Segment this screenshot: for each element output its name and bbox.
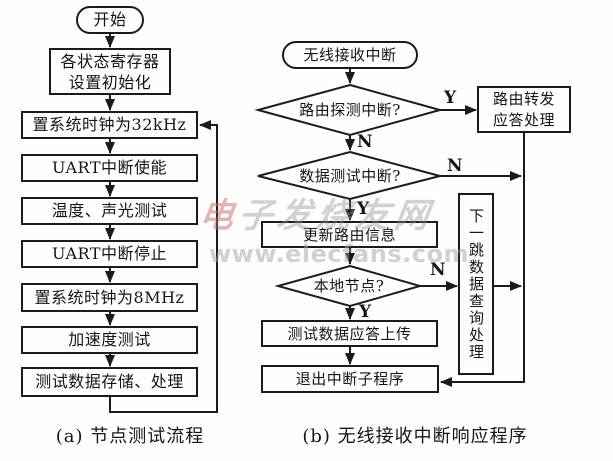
update-route-label: 更新路由信息	[302, 225, 396, 244]
watermark-brand-first: 电	[196, 196, 242, 236]
clock8-label: 置系统时钟为8MHz	[34, 287, 185, 307]
local-node-yes-label: Y	[359, 302, 372, 322]
watermark-brand-rest: 子发烧友网	[235, 196, 437, 236]
watermark-url: www.elecfans.com	[209, 240, 469, 268]
store-label: 测试数据存储、处理	[35, 372, 184, 391]
data-test-no-label: N	[447, 156, 463, 176]
route-forward-label: 路由转发 应答处理	[492, 89, 555, 129]
temp-light-label: 温度、声光测试	[51, 201, 168, 220]
next-hop-box	[458, 193, 494, 375]
start-label-a: 开始	[93, 10, 127, 29]
exit-box	[261, 365, 439, 393]
data-test-label: 数据测试中断?	[299, 167, 401, 185]
route-probe-label: 路由探测中断?	[299, 101, 401, 119]
local-node-label: 本地节点?	[313, 277, 385, 295]
data-test-yes-label: Y	[357, 199, 370, 219]
start-label-b: 无线接收中断	[303, 46, 397, 64]
route-probe-no-label: N	[357, 132, 373, 152]
accel-label: 加速度测试	[68, 330, 151, 349]
uart-enable-label: UART中断使能	[52, 158, 167, 177]
next-hop-label: 下一跳数据查询处理	[467, 207, 485, 361]
local-node-no-label: N	[430, 260, 446, 280]
caption-b: (b) 无线接收中断响应程序	[302, 426, 528, 447]
route-probe-yes-label: Y	[444, 88, 457, 108]
uart-stop-label: UART中断停止	[52, 244, 167, 263]
caption-a: (a) 节点测试流程	[55, 426, 205, 447]
watermark-brand: 电子发烧友网	[197, 188, 438, 237]
exit-label: 退出中断子程序	[295, 370, 405, 388]
init-label: 各状态寄存器 设置初始化	[60, 51, 160, 92]
clock32-label: 置系统时钟为32kHz	[32, 115, 187, 134]
loop-connector	[109, 120, 218, 413]
upload-label: 测试数据应答上传	[287, 324, 412, 343]
right-route-connector	[440, 132, 525, 387]
